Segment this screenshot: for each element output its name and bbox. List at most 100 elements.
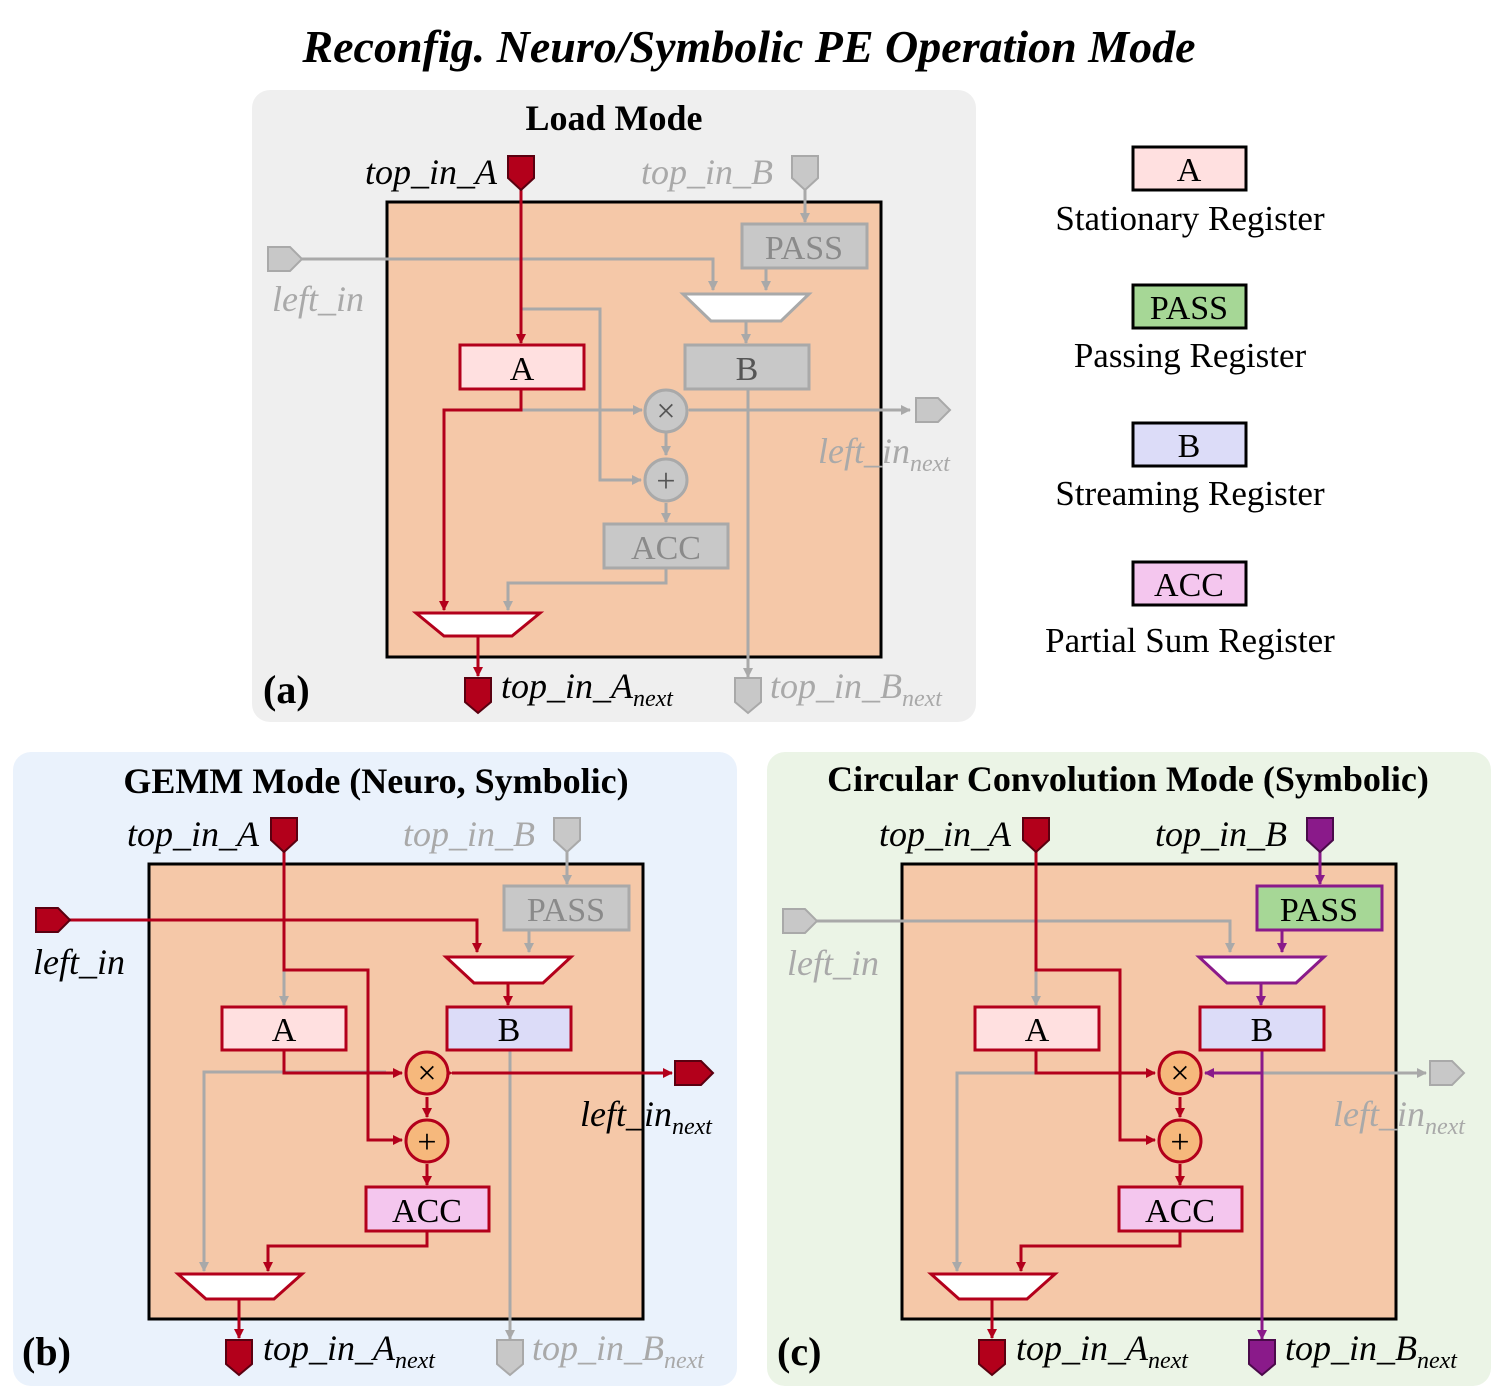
port-b-top-in-b-next [496,1339,524,1377]
port-b-left-in-next [674,1060,715,1086]
label-c-top-in-b-next-main: top_in_B [1285,1328,1417,1368]
accumulator-register-a-label: ACC [631,530,701,567]
legend-streaming-desc: Streaming Register [1055,474,1325,513]
stationary-register-a-label: A [510,351,535,388]
pass-register-c-label: PASS [1280,892,1358,929]
label-c-left-in-next-main: left_in [1333,1094,1425,1134]
port-c-top-in-b-next [1248,1339,1276,1377]
panel-load-mode: Load Mode (a) PASS A [252,90,976,722]
pass-register-b: PASS [502,884,631,932]
legend-partial-sum-desc: Partial Sum Register [1045,621,1335,660]
streaming-register-a-label: B [736,351,759,388]
label-c-left-in-next: left_innext [1333,1094,1466,1140]
wire-b-top-in-a [282,848,403,1145]
multiplier-b-symbol: × [417,1055,436,1092]
label-a-top-in-b: top_in_B [641,152,773,192]
label-a-top-in-a-next-main: top_in_A [501,666,634,706]
mux-b-c [1195,955,1328,985]
port-a-top-in-a [507,155,535,192]
port-c-top-in-a-next [978,1339,1006,1377]
port-c-left-in [782,908,819,934]
wire-a-acc-mux [503,568,668,611]
wire-a-top-a-bypass [521,307,642,485]
legend-passing-reg: PASS [1150,290,1228,327]
label-b-top-in-a-next: top_in_Anext [263,1328,436,1374]
label-a-left-in-next: left_innext [818,431,951,477]
wire-b-left-in [63,918,482,953]
wire-a-left-in [300,257,718,291]
legend: A Stationary Register PASS Passing Regis… [1045,145,1335,660]
legend-item-passing: PASS Passing Register [1074,283,1307,375]
stationary-register-b-label: A [272,1012,297,1049]
streaming-register-a: B [683,343,811,391]
multiplier-b: × [404,1050,450,1096]
accumulator-register-c-label: ACC [1145,1193,1215,1230]
accumulator-register-b-label: ACC [392,1193,462,1230]
panel-gemm-mode: GEMM Mode (Neuro, Symbolic) (b) PASS [13,752,737,1386]
pe-a-box [385,200,883,659]
legend-partial-sum-reg: ACC [1154,567,1224,604]
adder-c-symbol: + [1170,1124,1189,1161]
legend-streaming-reg: B [1178,428,1201,465]
pass-register-c: PASS [1255,884,1384,932]
stationary-register-c: A [973,1005,1101,1052]
stationary-register-b: A [220,1005,348,1052]
wire-c-top-in-a [1034,848,1156,1145]
pe-b-box [147,862,645,1321]
pass-register-a-label: PASS [765,230,843,267]
port-c-top-in-b [1306,817,1334,854]
accumulator-register-b: ACC [364,1185,491,1233]
adder-c: + [1157,1118,1203,1164]
label-b-left-in: left_in [33,942,125,982]
label-a-top-in-a-next: top_in_Anext [501,666,674,712]
mux-out-c [927,1272,1059,1301]
legend-item-stationary: A Stationary Register [1055,145,1325,238]
port-c-top-in-a [1022,817,1050,854]
mux-b-a [679,292,813,323]
panel-a-label: (a) [263,667,310,712]
port-b-top-in-a [270,817,298,854]
label-c-top-in-b-next-sub: next [1417,1348,1458,1374]
stationary-register-c-label: A [1025,1012,1050,1049]
accumulator-register-c: ACC [1117,1185,1244,1233]
multiplier-a-symbol: × [656,393,675,430]
adder-a-symbol: + [656,463,675,500]
label-c-top-in-b-next: top_in_Bnext [1285,1328,1458,1374]
port-a-top-in-a-next [464,677,492,715]
label-b-top-in-b-next: top_in_Bnext [532,1328,705,1374]
legend-passing-desc: Passing Register [1074,336,1307,375]
port-a-top-in-b [791,155,819,192]
streaming-register-b: B [445,1005,573,1052]
legend-item-streaming: B Streaming Register [1055,421,1325,513]
legend-stationary-desc: Stationary Register [1055,199,1325,238]
pass-register-a: PASS [740,222,869,270]
wire-b-a-mul [282,1050,403,1078]
wire-b-acc-mux [263,1231,429,1272]
label-a-left-in-next-sub: next [910,451,951,477]
label-a-left-in-next-main: left_in [818,431,910,471]
port-b-left-in [35,907,72,933]
panel-c-label: (c) [777,1329,821,1374]
label-b-top-in-b: top_in_B [403,814,535,854]
wire-c-acc-mux [1016,1231,1182,1272]
label-c-left-in-next-sub: next [1425,1114,1466,1140]
label-a-top-in-b-next-sub: next [902,686,943,712]
streaming-register-c-label: B [1251,1012,1274,1049]
multiplier-c: × [1157,1050,1203,1096]
panel-a-title: Load Mode [525,98,702,138]
port-b-top-in-b [553,817,581,854]
label-a-top-in-a: top_in_A [365,152,498,192]
port-a-left-in-next [915,397,952,423]
label-a-top-in-b-next: top_in_Bnext [770,666,943,712]
panel-c-title: Circular Convolution Mode (Symbolic) [827,759,1429,799]
stationary-register-a: A [458,343,586,391]
mux-b-b [442,955,575,985]
wire-a-a-mux [439,389,523,611]
label-a-left-in: left_in [272,279,364,319]
label-a-top-in-b-next-main: top_in_B [770,666,902,706]
pass-register-b-label: PASS [527,892,605,929]
pe-c-box [900,862,1398,1321]
mux-out-b [174,1272,306,1301]
panel-circular-convolution-mode: Circular Convolution Mode (Symbolic) (c)… [767,752,1491,1386]
